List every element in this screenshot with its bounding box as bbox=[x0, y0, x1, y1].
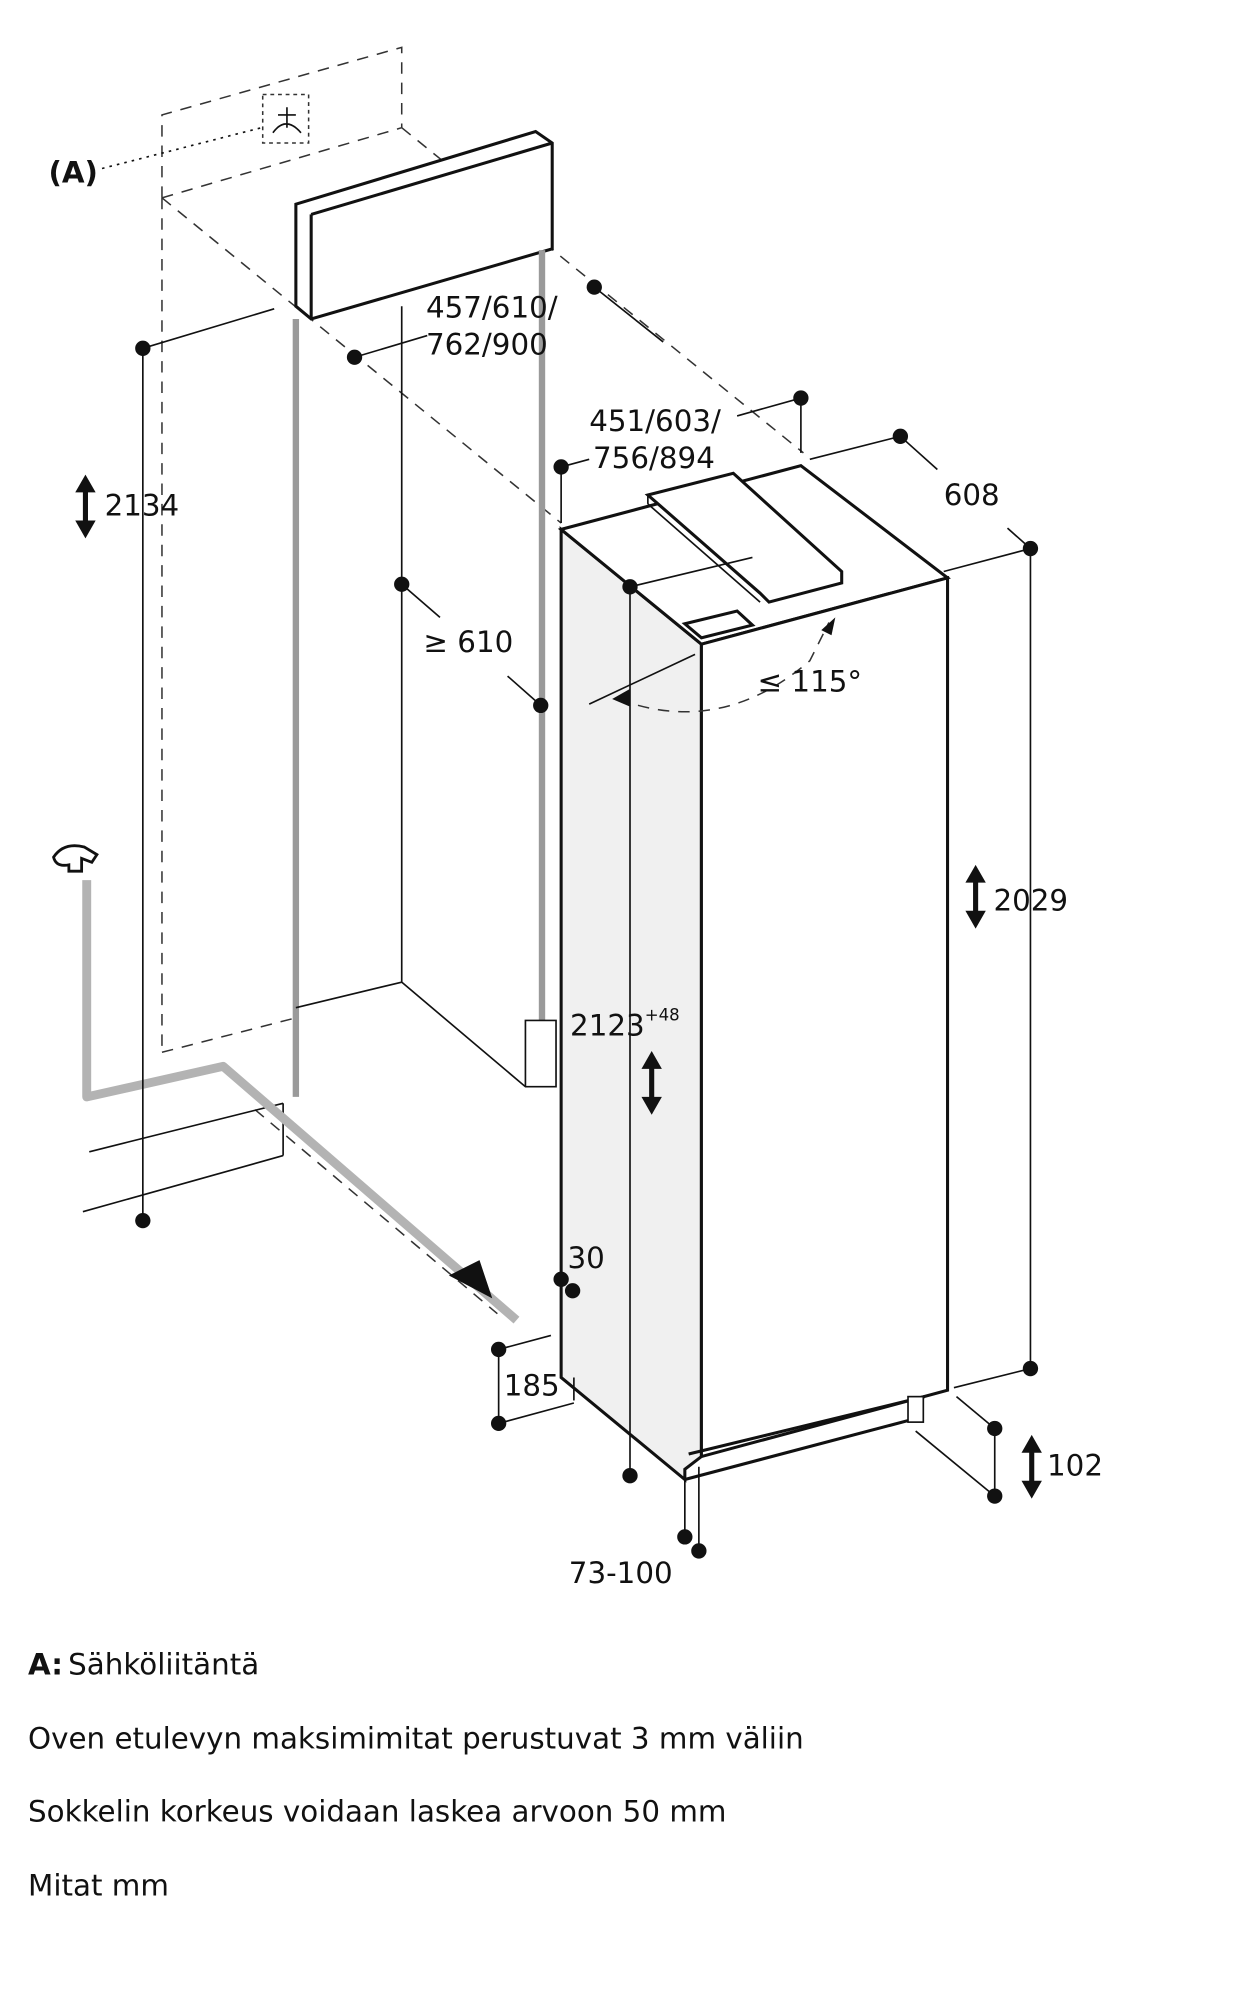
drain-arrow-icon bbox=[448, 1260, 493, 1299]
dimension-lines bbox=[142, 286, 1032, 1551]
double-arrow-icon bbox=[75, 474, 96, 539]
dim-niche-height-range: 2123+48 bbox=[570, 1005, 680, 1042]
double-arrow-icon bbox=[641, 1051, 662, 1115]
dim-niche-height: 2134 bbox=[105, 488, 180, 522]
note-plinth: Sokkelin korkeus voidaan laskea arvoon 5… bbox=[28, 1794, 726, 1828]
dim-plinth-depth: 73-100 bbox=[569, 1556, 673, 1590]
socket-icon bbox=[261, 93, 310, 144]
niche-inner-lines bbox=[295, 306, 557, 1088]
dim-door-angle: ≤ 115° bbox=[758, 664, 863, 698]
double-arrow-icon bbox=[965, 864, 986, 929]
dim-min-depth: ≥ 610 bbox=[423, 625, 513, 659]
arc-arrow-icon bbox=[612, 688, 630, 707]
callout-a-leader bbox=[101, 126, 262, 170]
plinth-lines bbox=[82, 1102, 284, 1213]
water-tap-icon bbox=[52, 844, 99, 873]
dim-niche-width-2: 762/900 bbox=[426, 328, 548, 362]
note-a: A:Sähköliitäntä bbox=[28, 1648, 259, 1682]
dim-door-width: 451/603/ bbox=[589, 404, 721, 438]
double-arrow-icon bbox=[1021, 1434, 1042, 1499]
upper-cabinet bbox=[294, 129, 554, 321]
door-swing-arc bbox=[618, 622, 830, 713]
dim-niche-width: 457/610/ bbox=[426, 291, 558, 325]
note-door-panel: Oven etulevyn maksimimitat perustuvat 3 … bbox=[28, 1722, 804, 1756]
dim-depth: 608 bbox=[944, 478, 1000, 512]
note-units: Mitat mm bbox=[28, 1868, 169, 1902]
arc-arrow-icon bbox=[821, 617, 836, 636]
dim-offset-30: 30 bbox=[568, 1241, 605, 1275]
niche-outline bbox=[161, 46, 804, 1315]
appliance bbox=[557, 463, 951, 1483]
dimension-dots bbox=[135, 279, 1039, 1559]
dim-door-width-2: 756/894 bbox=[593, 441, 715, 475]
water-pipe bbox=[82, 880, 520, 1324]
dim-plinth-height: 102 bbox=[1047, 1449, 1103, 1483]
dim-offset-185: 185 bbox=[504, 1368, 560, 1402]
callout-a-label: (A) bbox=[48, 156, 98, 190]
dim-appliance-height: 2029 bbox=[993, 884, 1068, 918]
